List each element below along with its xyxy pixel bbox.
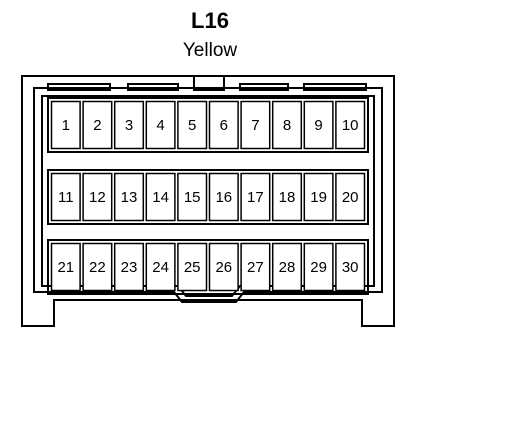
pin-cell: [82, 242, 113, 292]
pin-cell: [303, 172, 334, 222]
top-latch-tab: [303, 83, 367, 91]
pin-cell: [208, 242, 239, 292]
pin-cell: [335, 172, 366, 222]
pin-cell: [271, 100, 303, 150]
pin-number-label: 21: [57, 259, 74, 276]
pin-cell: [208, 172, 239, 222]
pin-number-label: 15: [184, 189, 201, 206]
pin-cell: [240, 242, 271, 292]
pin-number-label: 17: [247, 189, 264, 206]
pin-cell: [271, 242, 303, 292]
pin-number-label: 23: [121, 259, 138, 276]
pin-cell: [145, 172, 176, 222]
pin-cell: [240, 100, 271, 150]
pin-number-label: 8: [283, 117, 291, 134]
pin-cell: [303, 242, 334, 292]
housing-outer-outline: [21, 75, 395, 327]
pin-cell: [113, 242, 145, 292]
top-latch-tab: [127, 83, 179, 91]
pin-cell: [113, 172, 145, 222]
pin-number-label: 18: [279, 189, 296, 206]
pin-number-label: 11: [58, 189, 74, 206]
pin-cell: [208, 100, 239, 150]
pin-cell: [50, 172, 81, 222]
pin-cell: [335, 100, 366, 150]
pin-cell: [240, 172, 271, 222]
pin-number-label: 1: [62, 117, 70, 134]
connector-color-label: Yellow: [182, 40, 238, 61]
connector-housing: [21, 75, 395, 327]
pin-cell: [50, 242, 81, 292]
pin-row-frame: [47, 97, 369, 153]
pin-cell: [271, 172, 303, 222]
top-latch-tab: [239, 83, 289, 91]
pin-number-label: 13: [121, 189, 138, 206]
pin-row-frame: [47, 169, 369, 225]
pin-number-label: 27: [247, 259, 264, 276]
pin-cell: [303, 100, 334, 150]
connector-id: L16: [191, 8, 229, 33]
pin-number-label: 4: [156, 117, 164, 134]
pin-number-label: 30: [342, 259, 359, 276]
pin-number-label: 20: [342, 189, 359, 206]
top-latch-tab: [193, 75, 225, 91]
top-latch-tab: [47, 83, 111, 91]
pin-number-label: 7: [251, 117, 259, 134]
pin-number-label: 19: [310, 189, 327, 206]
pin-cell: [177, 172, 208, 222]
pin-cell: [113, 100, 145, 150]
pin-cell: [50, 100, 81, 150]
pin-number-label: 25: [184, 259, 201, 276]
pin-number-label: 2: [93, 117, 101, 134]
pin-number-label: 26: [215, 259, 232, 276]
pin-number-label: 5: [188, 117, 196, 134]
pin-number-label: 22: [89, 259, 106, 276]
pin-number-label: 12: [89, 189, 106, 206]
pin-number-label: 16: [215, 189, 232, 206]
pin-cell: [335, 242, 366, 292]
pin-cell: [177, 242, 208, 292]
pin-number-label: 28: [279, 259, 296, 276]
pin-cell: [145, 242, 176, 292]
pin-number-label: 10: [342, 117, 359, 134]
pin-row-frame: [47, 239, 369, 295]
pin-number-label: 9: [314, 117, 322, 134]
pin-number-label: 3: [125, 117, 133, 134]
pin-number-label: 24: [152, 259, 169, 276]
pin-number-label: 14: [152, 189, 169, 206]
housing-inner-frame: [33, 87, 383, 303]
pin-cell: [82, 172, 113, 222]
pin-cell: [177, 100, 208, 150]
pin-number-label: 6: [220, 117, 228, 134]
pin-number-label: 29: [310, 259, 327, 276]
pin-cell: [82, 100, 113, 150]
pin-cell: [145, 100, 176, 150]
